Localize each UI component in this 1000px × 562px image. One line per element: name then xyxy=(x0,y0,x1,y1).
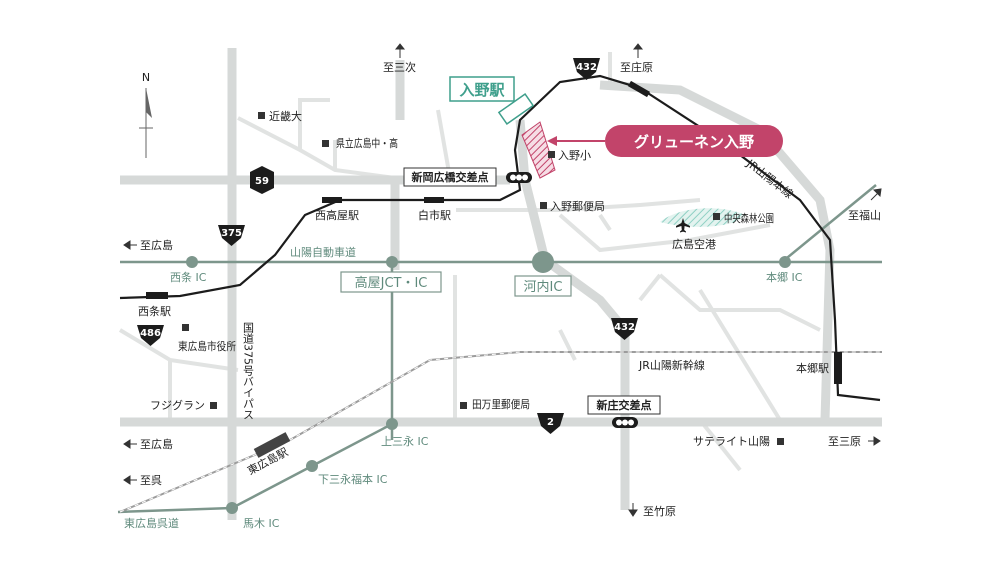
park-label: 中央森林公園 xyxy=(724,211,774,225)
target-site-area xyxy=(521,121,556,179)
svg-text:432: 432 xyxy=(576,62,597,73)
shiraichi-station-mark xyxy=(424,197,444,203)
shiraichi-station-label: 白市駅 xyxy=(418,208,451,222)
kure-expressway-line xyxy=(117,422,393,514)
kochi-ic-dot xyxy=(532,251,554,273)
hongo-ic-label: 本郷 IC xyxy=(766,270,803,284)
route-432-shield-north: 432 xyxy=(573,58,600,80)
hongo-station-mark xyxy=(834,352,842,384)
umaki-ic-label: 馬木 IC xyxy=(243,517,280,530)
nishitakaya-station-label: 西高屋駅 xyxy=(315,208,359,222)
major-roads xyxy=(120,48,882,520)
shimomiyoshi-ic-label: 下三永福本 IC xyxy=(318,472,388,486)
minor-roads xyxy=(118,52,821,472)
route-375-shield: 375 xyxy=(218,225,245,246)
dir-shobara: 至庄原 xyxy=(620,60,653,74)
higashihiroshima-station-mark xyxy=(253,432,291,458)
shinoka-label: 新岡広橋交差点 xyxy=(412,170,489,184)
fukuyama-spur-line xyxy=(781,184,877,263)
shinjo-label: 新庄交差点 xyxy=(597,398,652,412)
dir-hiroshima-west: 至広島 xyxy=(140,238,173,252)
svg-text:432: 432 xyxy=(614,322,635,333)
airport-label: 広島空港 xyxy=(672,237,716,251)
kochi-ic-label: 河内IC xyxy=(524,279,563,295)
iriya-station-box xyxy=(449,76,515,102)
hongo-ic-dot xyxy=(779,256,791,268)
city-hall-label: 東広島市役所 xyxy=(178,339,236,353)
shinkansen-track xyxy=(119,351,882,513)
route-486-shield: 486 xyxy=(137,325,164,346)
route-shields: 432 432 59 375 486 2 xyxy=(137,58,638,434)
svg-text:375: 375 xyxy=(221,228,242,239)
iriya-station-label: 入野駅 xyxy=(459,81,505,99)
nishijo-station-mark xyxy=(146,292,168,299)
target-callout: グリューネン入野 xyxy=(547,125,783,157)
route-2-shield: 2 xyxy=(537,413,564,434)
dir-kure: 至呉 xyxy=(140,474,162,487)
dir-miyoshi: 至三次 xyxy=(383,60,416,74)
north-compass: N xyxy=(139,71,153,158)
target-label: グリューネン入野 xyxy=(634,133,754,151)
svg-text:2: 2 xyxy=(547,417,554,428)
jr-main-line xyxy=(119,74,881,402)
svg-text:59: 59 xyxy=(255,176,269,187)
umaki-ic-dot xyxy=(226,502,238,514)
kochi-ic-box xyxy=(514,275,572,297)
route-59-shield: 59 xyxy=(250,166,274,194)
hongo-station-label: 本郷駅 xyxy=(796,361,829,375)
direction-arrows xyxy=(123,43,882,517)
nishitakaya-station-mark xyxy=(322,197,342,203)
kindai-label: 近畿大 xyxy=(269,109,302,123)
iriya-post-label: 入野郵便局 xyxy=(550,200,605,213)
fujigrand-label: フジグラン xyxy=(150,398,205,412)
takaya-ic-box xyxy=(340,271,442,293)
satellite-label: サテライト山陽 xyxy=(693,435,770,448)
saijo-ic-label: 西条 IC xyxy=(170,270,207,284)
tamari-post-label: 田万里郵便局 xyxy=(472,398,530,411)
bypass-label: 国道375号バイパス xyxy=(242,322,255,420)
kenritsu-label: 県立広島中・高 xyxy=(336,136,398,150)
kure-expressway-label: 東広島呉道 xyxy=(124,516,179,530)
saijo-ic-dot xyxy=(186,256,198,268)
dir-takehara: 至竹原 xyxy=(643,504,676,518)
shinjo-box xyxy=(587,395,661,415)
iriya-school-label: 入野小 xyxy=(558,149,591,162)
dir-fukuyama: 至福山 xyxy=(848,208,881,222)
facility-marks xyxy=(182,112,784,445)
takaya-ic-dot xyxy=(386,256,398,268)
airplane-icon xyxy=(676,218,690,233)
station-marks xyxy=(146,80,842,458)
takaya-ic-label: 高屋JCT・IC xyxy=(355,275,428,291)
ic-dots xyxy=(186,251,791,514)
intersection-marks xyxy=(506,172,638,428)
sanyo-expressway-label: 山陽自動車道 xyxy=(290,245,356,259)
dir-hiroshima-sw: 至広島 xyxy=(140,437,173,451)
route-432-shield-south: 432 xyxy=(611,318,638,340)
airport-area xyxy=(660,208,745,227)
shinkansen-label: JR山陽新幹線 xyxy=(638,358,705,372)
nishijo-station-label: 西条駅 xyxy=(138,304,171,318)
kamimiyoshi-ic-dot xyxy=(386,418,398,430)
dir-mihara: 至三原 xyxy=(828,435,861,448)
iriya-station-mark xyxy=(497,93,535,125)
line-tick-north xyxy=(627,80,651,98)
kamimiyoshi-ic-label: 上三永 IC xyxy=(381,434,429,448)
svg-text:486: 486 xyxy=(140,328,161,339)
shimomiyoshi-ic-dot xyxy=(306,460,318,472)
shinoka-box xyxy=(403,167,497,187)
svg-text:N: N xyxy=(142,71,150,84)
